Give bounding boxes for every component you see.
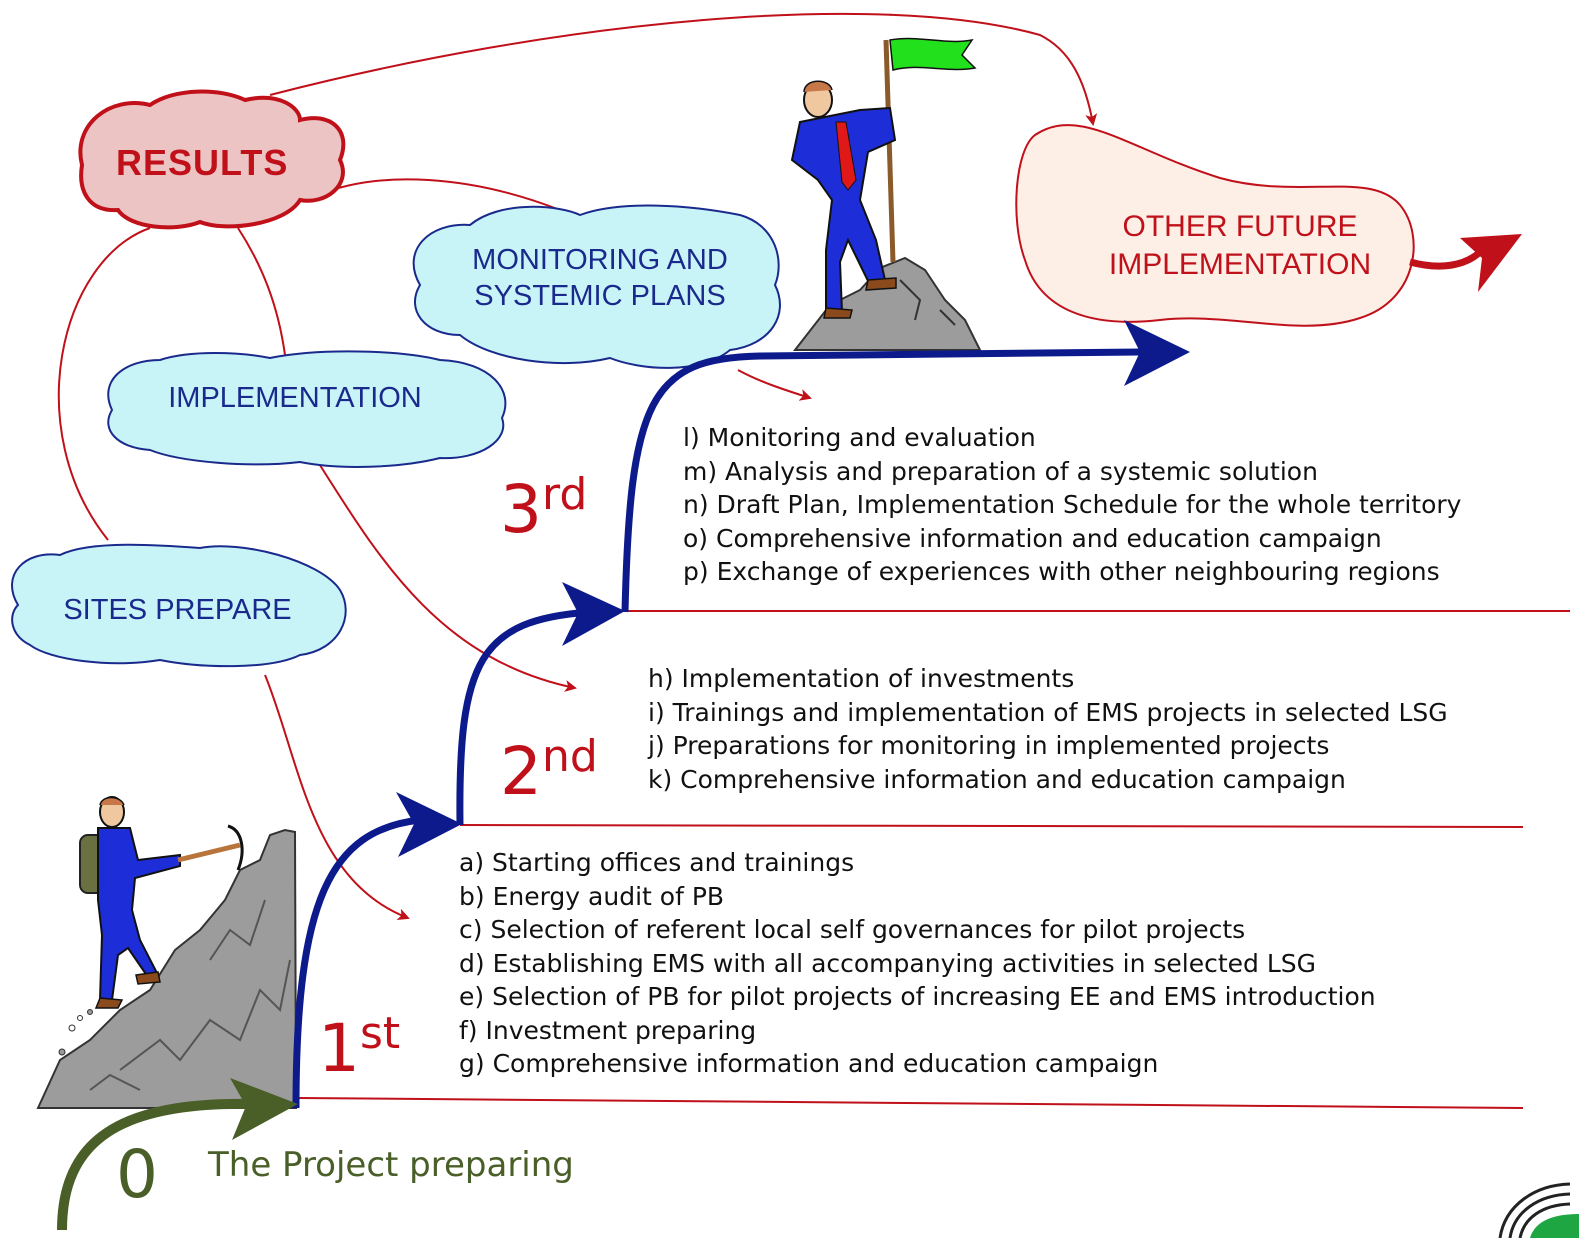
list-item: g) Comprehensive information and educati… <box>459 1049 1159 1078</box>
list-item: o) Comprehensive information and educati… <box>683 523 1382 553</box>
stage1-baseline <box>297 1097 1524 1109</box>
left-mountain <box>36 828 298 1109</box>
sites-prepare-cloud-shape <box>11 543 347 668</box>
other-future-exit-arrowhead <box>1460 234 1522 292</box>
path-stage2-arrowhead <box>562 582 625 646</box>
monitoring-label-line1: MONITORING AND <box>472 244 728 276</box>
results-cloud-shape <box>78 89 346 230</box>
list-item: f) Investment preparing <box>459 1015 757 1045</box>
implementation-label: IMPLEMENTATION <box>168 382 422 414</box>
climber-illustration <box>36 796 298 1109</box>
monitoring-cloud-shape <box>412 204 781 369</box>
list-item: l) Monitoring and evaluation <box>683 423 1036 452</box>
stage0-label: The Project preparing <box>208 1145 574 1185</box>
stage3-number: 3rd <box>500 469 588 548</box>
other-future-label: OTHER FUTURE IMPLEMENTATION <box>1075 208 1405 283</box>
list-item: d) Establishing EMS with all accompanyin… <box>459 948 1317 978</box>
stage3-suffix: rd <box>542 469 588 520</box>
stage3-task-list: l) Monitoring and evaluation m) Analysis… <box>683 421 1461 589</box>
list-item: e) Selection of PB for pilot projects of… <box>459 982 1376 1011</box>
implementation-cloud-shape <box>107 350 507 468</box>
path-stage3 <box>621 348 1141 613</box>
sites-to-stage1-curve <box>264 674 410 920</box>
list-item: j) Preparations for monitoring in implem… <box>648 731 1330 760</box>
list-item: i) Trainings and implementation of EMS p… <box>648 697 1448 727</box>
list-item: a) Starting offices and trainings <box>459 848 855 877</box>
list-item: n) Draft Plan, Implementation Schedule f… <box>683 490 1462 519</box>
list-item: p) Exchange of experiences with other ne… <box>683 557 1440 586</box>
path-stage1-arrowhead <box>396 792 462 857</box>
stage1-task-list: a) Starting offices and trainings b) Ene… <box>459 846 1376 1081</box>
summit-rock <box>792 256 982 351</box>
stage1-suffix: st <box>360 1008 401 1059</box>
path-stage1 <box>292 816 421 1109</box>
monitoring-to-stage3-curve <box>737 369 812 401</box>
green-flag <box>889 37 977 71</box>
results-to-monitoring-curve <box>317 178 561 211</box>
other-future-shape <box>1015 124 1415 327</box>
results-to-sites-curve <box>57 227 151 541</box>
list-item: k) Comprehensive information and educati… <box>648 764 1346 794</box>
stage1-number: 1st <box>318 1008 401 1087</box>
corner-logo <box>1498 1182 1579 1238</box>
stage2-suffix: nd <box>542 731 598 782</box>
path-stage0-arrowhead <box>230 1078 298 1140</box>
list-item: h) Implementation of investments <box>648 664 1075 693</box>
other-future-exit-arrow <box>1409 249 1483 270</box>
stage2-baseline <box>459 824 1524 828</box>
sites-prepare-label: SITES PREPARE <box>63 594 292 626</box>
summit-illustration <box>790 37 982 351</box>
path-stage0 <box>57 1098 251 1231</box>
path-stage2 <box>456 608 591 826</box>
other-future-label-line2: IMPLEMENTATION <box>1108 247 1372 281</box>
results-label: RESULTS <box>116 142 289 183</box>
list-item: c) Selection of referent local self gove… <box>459 915 1246 944</box>
monitoring-label: MONITORING AND SYSTEMIC PLANS <box>440 242 760 315</box>
results-to-implementation-curve <box>237 227 286 356</box>
list-item: b) Energy audit of PB <box>459 881 725 911</box>
monitoring-label-line2: SYSTEMIC PLANS <box>474 280 726 313</box>
stage2-task-list: h) Implementation of investments i) Trai… <box>648 662 1448 796</box>
results-to-other-curve <box>269 12 1098 126</box>
implementation-to-stage2-curve <box>317 461 577 692</box>
stage0-number: 0 <box>116 1136 158 1213</box>
stage2-number: 2nd <box>500 731 598 810</box>
path-stage3-arrowhead <box>1124 320 1190 386</box>
other-future-label-line1: OTHER FUTURE <box>1122 210 1358 243</box>
list-item: m) Analysis and preparation of a systemi… <box>683 456 1318 486</box>
